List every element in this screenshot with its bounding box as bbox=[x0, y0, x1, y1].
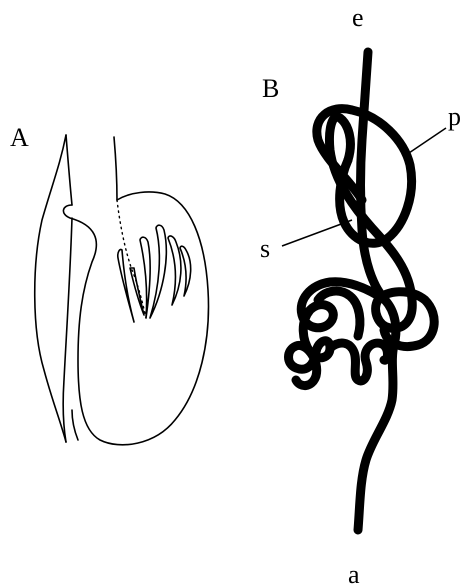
panel-a-dotted-line bbox=[117, 200, 146, 318]
panel-a-petal-1 bbox=[118, 249, 134, 322]
panel-a-petal-6 bbox=[130, 268, 144, 315]
panel-label-a: A bbox=[10, 123, 29, 152]
label-p: p bbox=[448, 102, 461, 131]
panel-a-stalk-right bbox=[114, 137, 117, 200]
panel-b-coil-center bbox=[330, 343, 388, 381]
panel-label-b: B bbox=[262, 74, 279, 103]
label-s: s bbox=[260, 234, 270, 263]
panel-a-drawing bbox=[35, 135, 209, 445]
label-a: a bbox=[348, 560, 360, 587]
panel-a-body-outline bbox=[63, 192, 208, 445]
panel-a-petal-4 bbox=[168, 236, 181, 305]
panel-a-inner-stalk-2 bbox=[72, 410, 78, 440]
leader-line-s bbox=[282, 220, 352, 246]
panel-a-stalk-left bbox=[66, 135, 72, 205]
panel-b-drawing bbox=[289, 52, 435, 530]
panel-a-petal-3 bbox=[150, 225, 166, 318]
panel-a-inner-stalk bbox=[63, 218, 72, 442]
label-e: e bbox=[352, 3, 364, 32]
leader-line-p bbox=[406, 128, 446, 155]
panel-a-outer-envelope bbox=[35, 135, 66, 442]
